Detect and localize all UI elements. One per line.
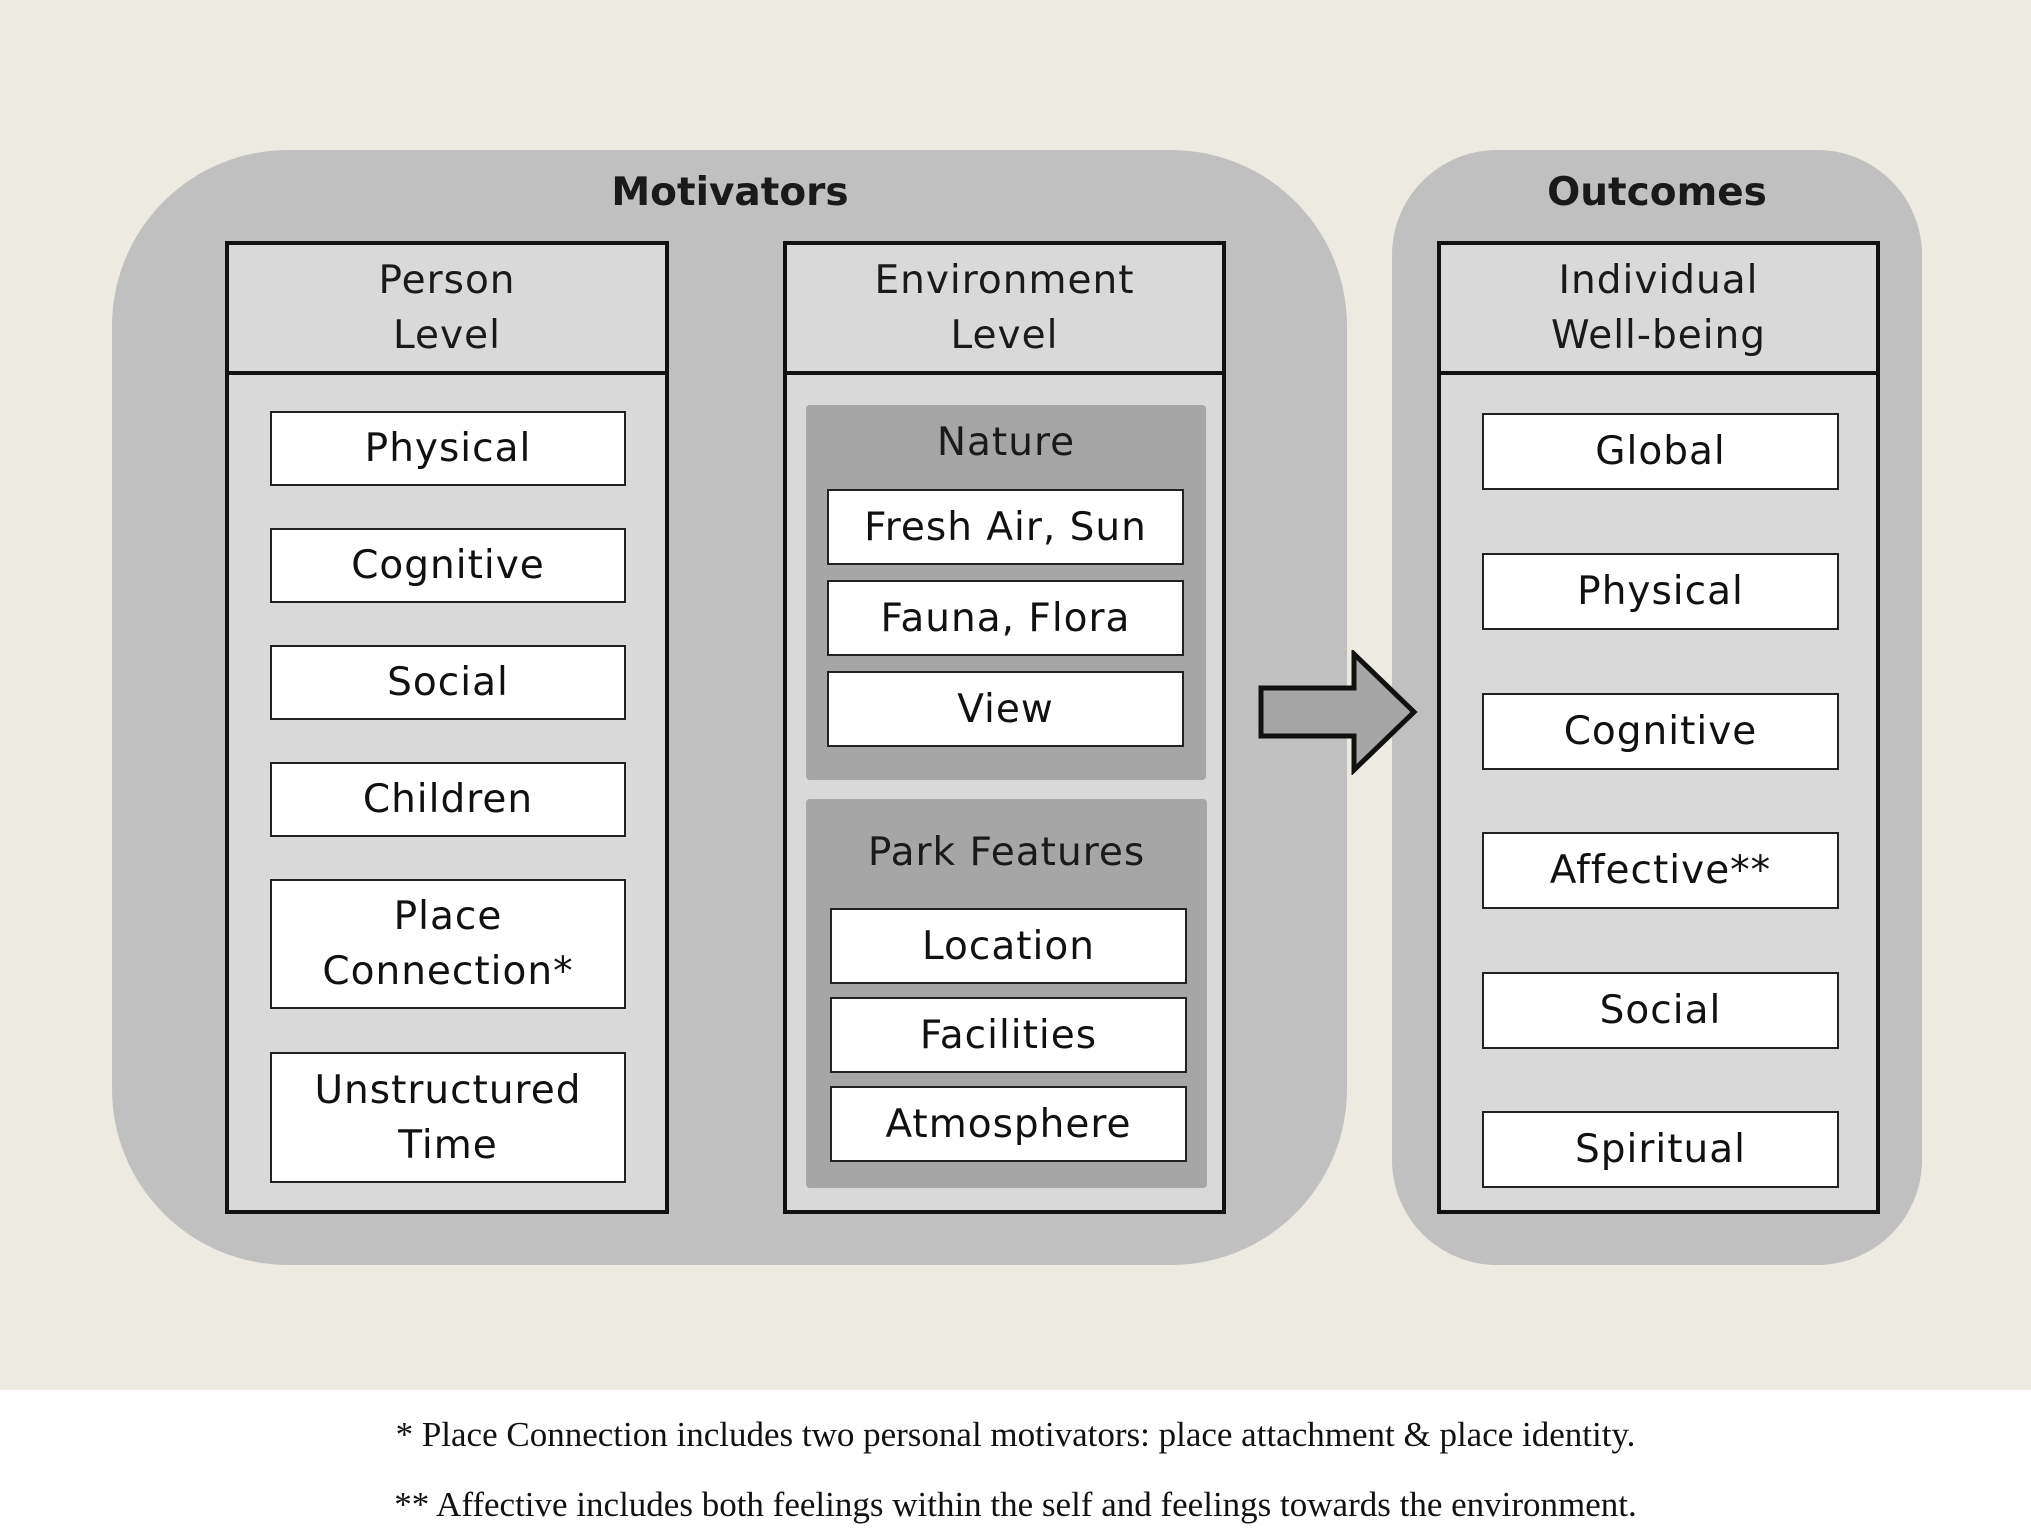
nature-item-view: View [827,671,1184,747]
motivators-title: Motivators [611,170,849,215]
person-item-cognitive: Cognitive [270,528,626,603]
park-item-facilities: Facilities [830,997,1187,1073]
person-item-social: Social [270,645,626,720]
park-item-atmosphere: Atmosphere [830,1086,1187,1162]
outcome-item-cognitive: Cognitive [1482,693,1839,770]
individual-wellbeing-column: Individual Well-being Global Physical Co… [1437,241,1880,1214]
footnote-affective: ** Affective includes both feelings with… [394,1485,1637,1524]
person-item-place-connection: Place Connection* [270,879,626,1009]
footnote-place-connection: * Place Connection includes two personal… [395,1415,1636,1454]
person-item-children: Children [270,762,626,837]
person-item-unstructured-time: Unstructured Time [270,1052,626,1183]
person-level-header: Person Level [229,245,665,375]
environment-level-header: Environment Level [787,245,1222,375]
outcome-item-physical: Physical [1482,553,1839,630]
outcome-item-global: Global [1482,413,1839,490]
nature-title: Nature [936,420,1076,465]
nature-item-fauna-flora: Fauna, Flora [827,580,1184,656]
diagram-panel: Motivators Outcomes Person Level Physica… [0,0,2031,1390]
individual-wellbeing-header: Individual Well-being [1441,245,1876,375]
park-item-location: Location [830,908,1187,984]
outcome-item-spiritual: Spiritual [1482,1111,1839,1188]
park-features-title: Park Features [867,830,1146,875]
nature-item-fresh-air-sun: Fresh Air, Sun [827,489,1184,565]
park-features-subgroup: Park Features Location Facilities Atmosp… [806,799,1207,1188]
person-item-physical: Physical [270,411,626,486]
outcome-item-affective: Affective** [1482,832,1839,909]
outcome-item-social: Social [1482,972,1839,1049]
person-level-column: Person Level Physical Cognitive Social C… [225,241,669,1214]
nature-subgroup: Nature Fresh Air, Sun Fauna, Flora View [806,405,1206,780]
right-arrow-icon [1258,650,1418,775]
outcomes-title: Outcomes [1547,170,1767,215]
environment-level-column: Environment Level Nature Fresh Air, Sun … [783,241,1226,1214]
